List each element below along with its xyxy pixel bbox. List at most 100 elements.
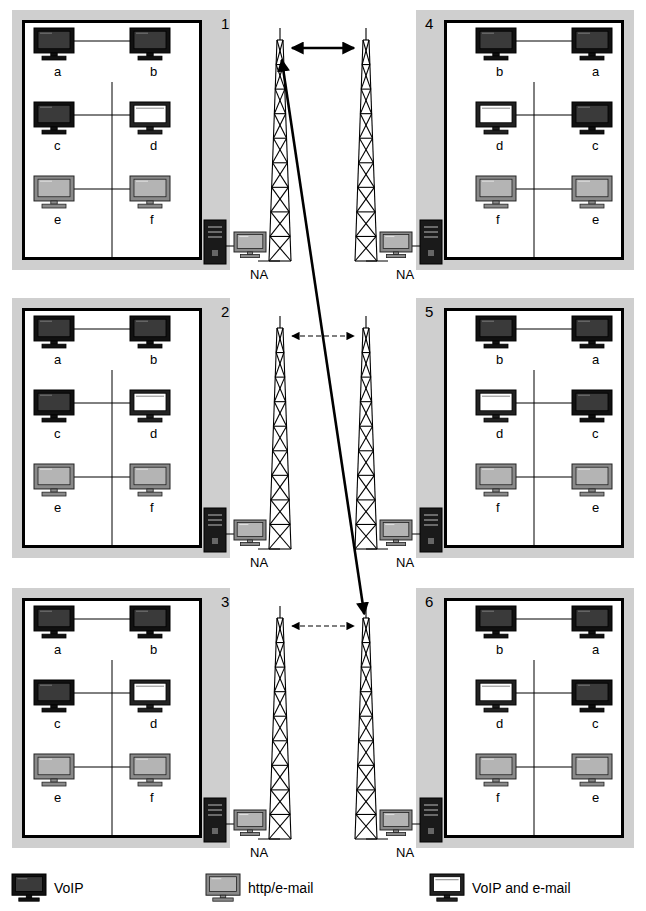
monitor-body xyxy=(130,680,170,705)
building-box: 6abcdefNA xyxy=(416,588,634,848)
monitor-screen xyxy=(15,877,42,892)
network-adapter-label: NA xyxy=(396,555,414,570)
network-adapter-label: NA xyxy=(396,845,414,860)
monitor-body xyxy=(476,28,516,53)
tower-bar xyxy=(355,260,377,261)
monitor-stand xyxy=(138,56,162,60)
server-case xyxy=(204,220,226,264)
tower-brace xyxy=(269,814,290,839)
monitor-stand xyxy=(138,634,162,638)
server-light xyxy=(212,828,218,834)
server-light xyxy=(212,250,218,256)
screen-glint xyxy=(482,181,494,182)
radio-link xyxy=(292,625,354,626)
tower-brace xyxy=(362,353,371,378)
tower-brace xyxy=(361,353,370,378)
lan-link xyxy=(74,41,130,42)
screen-line xyxy=(482,396,510,397)
monitor-stand xyxy=(484,708,508,712)
monitor-stand xyxy=(42,782,66,786)
monitor-stand xyxy=(138,344,162,348)
tower-brace xyxy=(359,163,375,188)
monitor-stand xyxy=(484,418,508,422)
radio-tower xyxy=(355,316,377,549)
computer-icon xyxy=(572,754,612,786)
computer-label: d xyxy=(150,426,157,441)
monitor-screen xyxy=(134,319,166,337)
tower-brace xyxy=(359,426,373,451)
tower-brace xyxy=(359,426,373,451)
monitor-neck xyxy=(493,705,499,708)
screen-glint xyxy=(239,524,248,525)
tower-bar xyxy=(362,64,370,65)
computer-icon xyxy=(130,680,170,712)
screen-glint xyxy=(578,759,590,760)
wire xyxy=(226,246,234,247)
building-art xyxy=(416,10,634,270)
tower-bar xyxy=(271,789,289,790)
tower-bar xyxy=(363,39,369,40)
computer-label: d xyxy=(496,716,503,731)
monitor-neck xyxy=(51,415,57,418)
computer-icon xyxy=(130,464,170,496)
server-case xyxy=(420,508,442,552)
monitor-body xyxy=(476,176,516,201)
computer-icon xyxy=(476,28,516,60)
tower-brace xyxy=(276,643,285,668)
tower-leg xyxy=(269,40,277,261)
tower-brace xyxy=(277,618,284,643)
monitor-neck xyxy=(589,631,595,634)
monitor-stand xyxy=(580,204,604,208)
monitor-stand xyxy=(484,204,508,208)
screen-glint xyxy=(40,685,52,686)
tower-bar xyxy=(356,814,376,815)
computer-icon xyxy=(476,390,516,422)
monitor-stand xyxy=(19,898,39,901)
monitor-stand xyxy=(580,634,604,638)
wire xyxy=(412,246,420,247)
building-number: 1 xyxy=(221,15,229,32)
tower-bar xyxy=(269,838,291,839)
monitor-body xyxy=(572,176,612,201)
monitor-stand xyxy=(240,543,259,546)
tower-brace xyxy=(355,236,376,261)
computer-label: f xyxy=(150,500,154,515)
computer-label: a xyxy=(592,642,599,657)
monitor-screen xyxy=(480,467,512,485)
wire xyxy=(412,534,420,535)
monitor-stand xyxy=(484,130,508,134)
tower-brace xyxy=(360,377,370,402)
screen-glint xyxy=(40,611,52,612)
tower-leg xyxy=(369,328,377,549)
computer-icon xyxy=(34,390,74,422)
monitor-screen xyxy=(480,179,512,197)
screen-glint xyxy=(385,236,394,237)
monitor-body xyxy=(430,874,464,895)
tower-bar xyxy=(361,377,371,378)
tower-brace xyxy=(360,89,370,114)
tower-bar xyxy=(272,765,289,766)
monitor-stand xyxy=(484,56,508,60)
monitor-stand xyxy=(484,634,508,638)
monitor-screen xyxy=(38,757,70,775)
monitor-body xyxy=(130,606,170,631)
server-light xyxy=(428,538,434,544)
tower-brace xyxy=(276,328,283,353)
computer-icon xyxy=(130,754,170,786)
server-icon xyxy=(204,798,226,842)
monitor-body xyxy=(476,316,516,341)
monitor-neck xyxy=(589,779,595,782)
computer-icon xyxy=(476,464,516,496)
screen-line xyxy=(136,686,164,687)
screen-glint xyxy=(136,321,148,322)
radio-tower xyxy=(269,606,291,839)
computer-icon xyxy=(572,464,612,496)
tower-brace xyxy=(273,402,285,427)
screen-glint xyxy=(578,33,590,34)
lan-link xyxy=(74,693,130,694)
monitor-neck xyxy=(51,127,57,130)
computer-label: e xyxy=(54,790,61,805)
server-light xyxy=(212,538,218,544)
lan-link xyxy=(516,477,572,478)
monitor-neck xyxy=(51,779,57,782)
